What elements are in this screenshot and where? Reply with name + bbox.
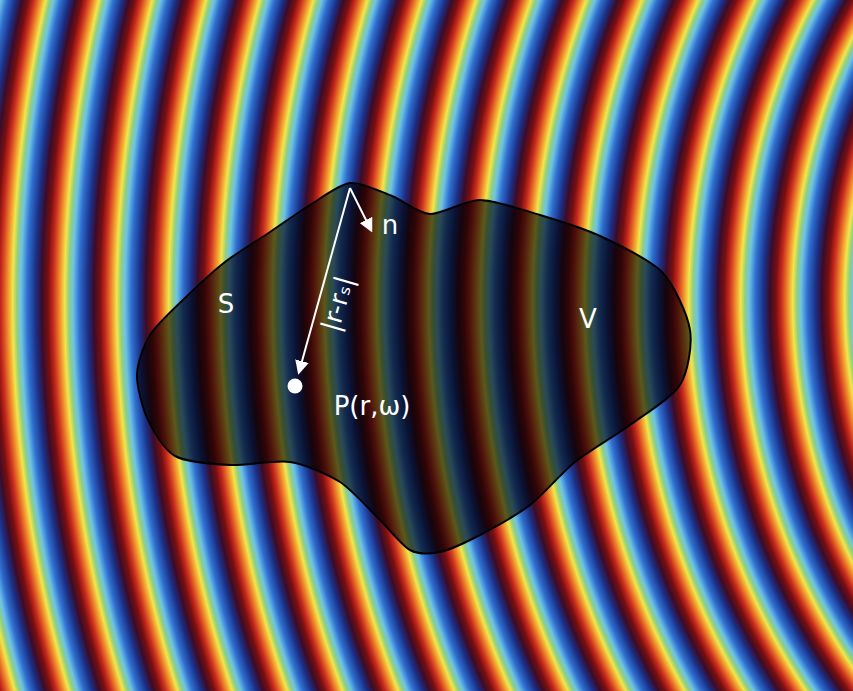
normal-arrow: [350, 188, 371, 230]
volume-label: V: [579, 305, 597, 335]
point-label: P(r,ω): [334, 392, 411, 422]
normal-label: n: [382, 211, 398, 241]
surface-label: S: [218, 290, 235, 320]
volume-region: [137, 183, 691, 553]
distance-label: |r-rₛ|: [316, 273, 360, 335]
field-point: [288, 379, 303, 394]
